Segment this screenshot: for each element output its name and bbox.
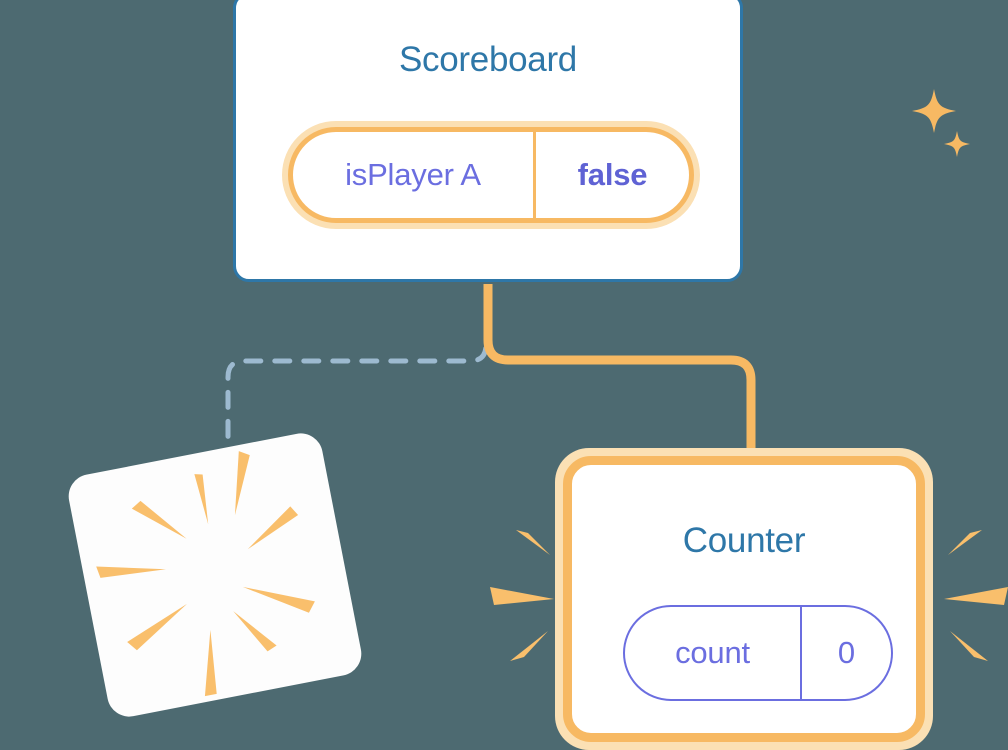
sparkle-small-icon [944,131,970,157]
scoreboard-title: Scoreboard [399,40,577,79]
scoreboard-state-pill[interactable]: isPlayer A false [282,121,700,229]
sparkle-icon [912,89,970,157]
scoreboard-card[interactable]: Scoreboard isPlayer A false [233,0,970,282]
counter-burst-left-icon [490,530,554,661]
counter-burst-right-icon [944,530,1008,661]
counter-state-value: 0 [837,635,856,670]
sparkle-large-icon [912,89,956,133]
card-update-burst-icon [96,451,315,697]
counter-state-key: count [675,635,750,670]
scoreboard-to-counter-connector [483,284,756,462]
scoreboard-state-key: isPlayer A [345,157,481,192]
scoreboard-pill-divider [533,132,536,218]
scoreboard-state-value: false [577,157,648,192]
burst-card[interactable] [64,429,366,721]
counter-card[interactable]: Counter count 0 [555,448,933,750]
counter-pill-divider [800,607,802,699]
counter-state-pill[interactable]: count 0 [623,605,893,701]
counter-title: Counter [682,521,806,560]
